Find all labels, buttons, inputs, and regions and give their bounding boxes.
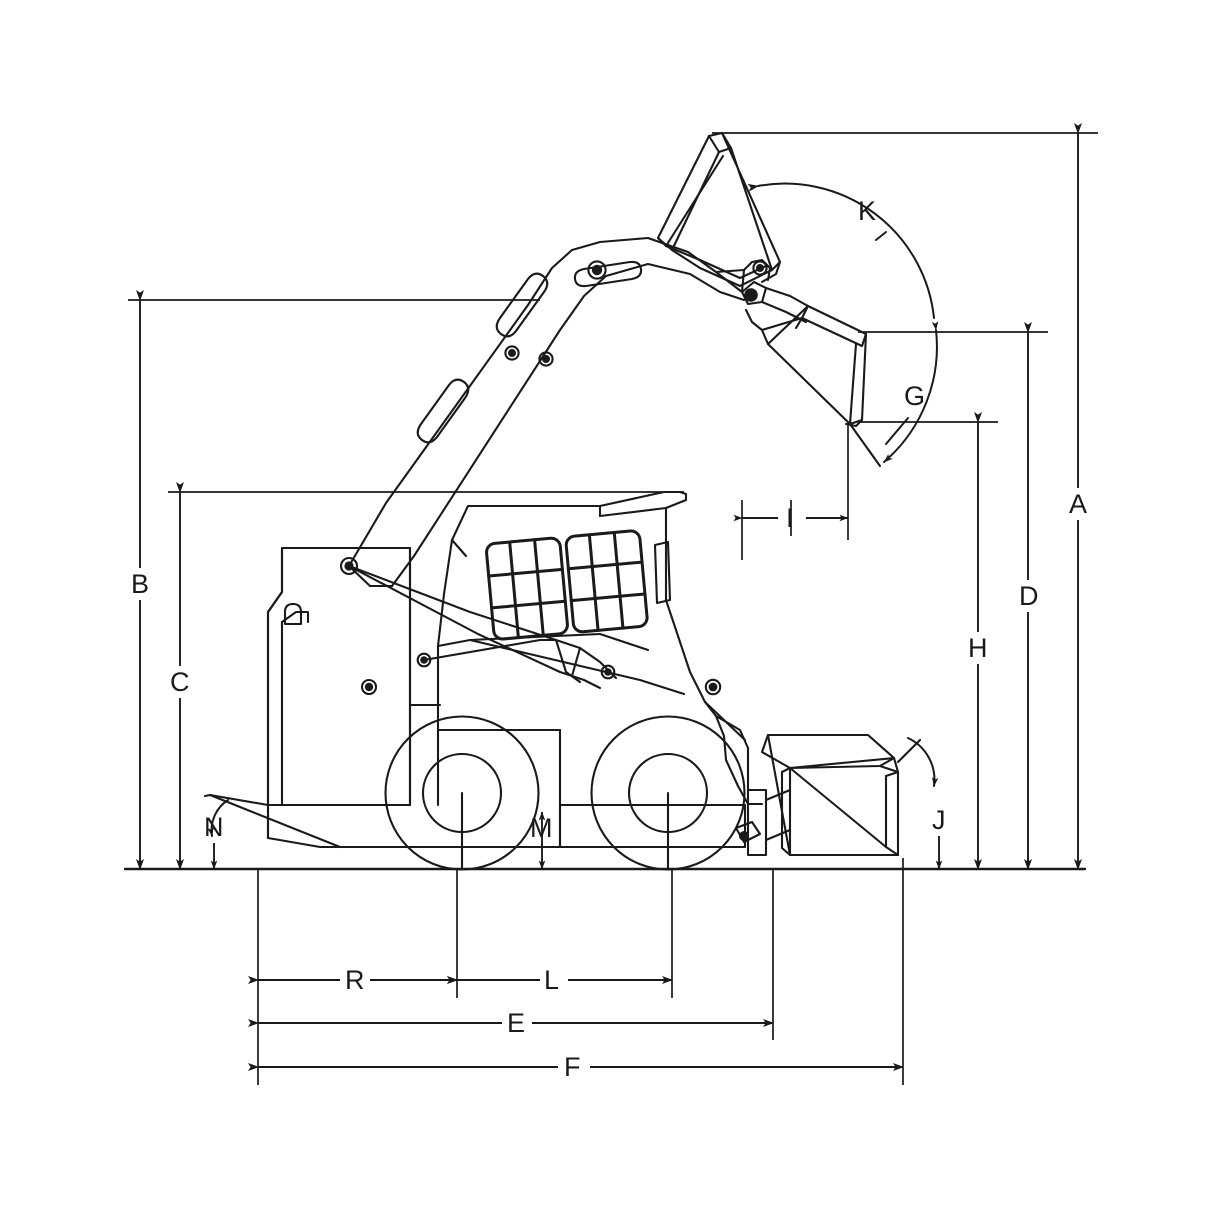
bucket-ground-position	[734, 733, 922, 857]
dimension-label-H: H	[968, 633, 988, 663]
rear-wheel	[590, 715, 746, 871]
angle-arc-N	[207, 799, 229, 837]
dimension-label-N: N	[204, 812, 224, 842]
dimension-label-C: C	[170, 667, 190, 697]
dimension-label-B: B	[131, 569, 150, 599]
cab-window-guard	[485, 529, 649, 641]
dimension-label-A: A	[1069, 489, 1088, 519]
engine-compartment	[266, 546, 442, 807]
dimension-label-L: L	[544, 965, 560, 995]
dimension-label-D: D	[1019, 581, 1039, 611]
bucket-linkage-top	[714, 258, 810, 324]
dimension-label-K: K	[858, 196, 877, 226]
dimension-line-I	[733, 500, 849, 536]
extension-lines	[128, 132, 1098, 1085]
bucket-dumped	[656, 131, 782, 288]
dimension-label-I: I	[786, 503, 795, 533]
dimension-label-J: J	[932, 805, 946, 835]
lift-linkage	[347, 564, 750, 806]
dimension-lines-group	[128, 123, 1098, 1085]
dimension-label-G: G	[904, 381, 926, 411]
angle-arc-K	[747, 182, 935, 319]
machine-outline-group	[123, 131, 1087, 871]
lift-arm	[347, 236, 746, 588]
dimension-label-R: R	[345, 965, 365, 995]
dimension-label-F: F	[564, 1052, 581, 1082]
bucket-carry-position	[744, 304, 882, 468]
front-wheel	[384, 715, 540, 871]
chassis-frame	[203, 703, 747, 849]
dimension-label-M: M	[530, 813, 553, 843]
angle-arc-J	[907, 737, 939, 787]
dimension-label-E: E	[507, 1008, 526, 1038]
